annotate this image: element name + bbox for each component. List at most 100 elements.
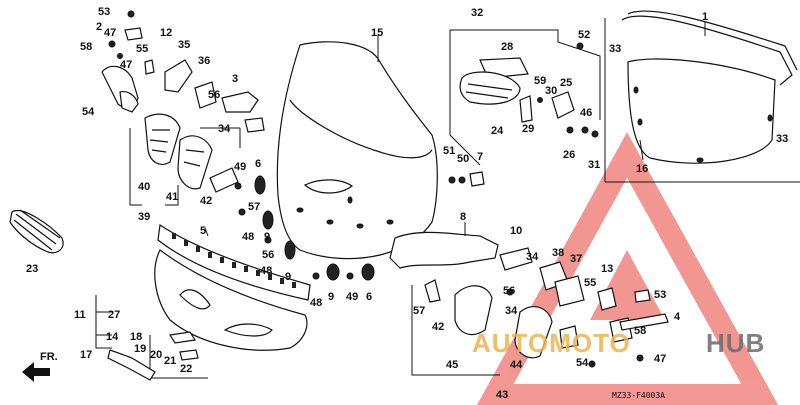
callout-48c: 48: [310, 297, 322, 309]
upper-cowl: [157, 223, 311, 301]
callout-3: 3: [232, 73, 238, 85]
callout-41: 41: [166, 191, 178, 203]
callout-53b: 53: [654, 289, 666, 301]
callout-9b: 9: [285, 271, 291, 283]
callout-55: 55: [136, 43, 148, 55]
callout-40: 40: [138, 181, 150, 193]
mirror-bracket: [101, 10, 155, 113]
callout-33: 33: [609, 43, 621, 55]
grommets: [234, 171, 485, 281]
diagram-code: MZ33-F4003A: [612, 391, 665, 400]
callout-38: 38: [552, 247, 564, 259]
callout-33b: 33: [776, 133, 788, 145]
callout-25: 25: [560, 77, 572, 89]
side-brackets: [129, 59, 265, 206]
callout-26: 26: [563, 149, 575, 161]
callout-58b: 58: [634, 325, 646, 337]
callout-14: 14: [106, 331, 119, 343]
callout-6b: 6: [366, 291, 372, 303]
callout-5: 5: [200, 225, 206, 237]
callout-39: 39: [138, 211, 150, 223]
callout-56c: 56: [503, 285, 515, 297]
callout-34: 34: [218, 123, 231, 135]
callout-6: 6: [255, 158, 261, 170]
callout-11: 11: [74, 309, 86, 321]
lower-bracket-group: [411, 247, 669, 376]
callout-34c: 34: [505, 305, 518, 317]
watermark-word-2: HUB: [706, 328, 765, 358]
callout-1: 1: [702, 11, 708, 23]
callout-17: 17: [80, 349, 92, 361]
callout-53: 53: [98, 6, 110, 18]
callout-29: 29: [522, 123, 534, 135]
callout-47c: 47: [654, 353, 666, 365]
callout-7: 7: [477, 151, 483, 163]
callout-57b: 57: [413, 305, 425, 317]
callout-35: 35: [178, 39, 190, 51]
callout-54: 54: [82, 106, 95, 118]
watermark-logo: [476, 132, 779, 405]
callout-13: 13: [601, 263, 613, 275]
callout-59: 59: [534, 75, 546, 87]
callout-34b: 34: [526, 251, 539, 263]
lower-cowl: [154, 249, 308, 351]
callout-30: 30: [545, 85, 557, 97]
air-duct: [389, 222, 499, 269]
callout-54b: 54: [576, 357, 589, 369]
callout-18: 18: [130, 331, 142, 343]
callout-49b: 49: [346, 291, 358, 303]
callout-47: 47: [104, 27, 116, 39]
callout-55b: 55: [584, 277, 596, 289]
callout-9c: 9: [328, 291, 334, 303]
callout-8: 8: [460, 211, 466, 223]
watermark-word-1: AUTOMOTO: [472, 328, 631, 358]
callout-16: 16: [636, 163, 648, 175]
callout-56b: 56: [262, 249, 274, 261]
callout-28: 28: [501, 41, 513, 53]
callout-20: 20: [150, 349, 162, 361]
rear-windscreen-assembly: [604, 10, 800, 183]
callout-10: 10: [510, 225, 522, 237]
callout-45: 45: [446, 359, 458, 371]
callout-51: 51: [443, 145, 455, 157]
callout-9: 9: [264, 231, 270, 243]
callout-27: 27: [108, 309, 120, 321]
callout-23: 23: [26, 263, 38, 275]
callout-4: 4: [674, 311, 681, 323]
meter-panel-group: [449, 29, 601, 166]
callout-57: 57: [248, 201, 260, 213]
callout-48b: 48: [260, 265, 272, 277]
callout-48: 48: [242, 231, 254, 243]
callout-46: 46: [580, 107, 592, 119]
front-direction-arrow: [22, 362, 50, 382]
callout-56: 56: [208, 89, 220, 101]
callout-42: 42: [200, 195, 212, 207]
callout-50: 50: [457, 153, 469, 165]
callout-36: 36: [198, 55, 210, 67]
callout-44: 44: [510, 359, 523, 371]
callout-24: 24: [491, 125, 504, 137]
callout-37: 37: [570, 253, 582, 265]
callout-15: 15: [371, 27, 383, 39]
callout-31: 31: [588, 159, 600, 171]
callout-43: 43: [496, 389, 508, 401]
callout-22: 22: [180, 363, 192, 375]
front-windscreen: [276, 34, 438, 260]
duct-hardware: [22, 295, 208, 382]
air-vent-grille: [9, 209, 64, 254]
callout-32: 32: [471, 7, 483, 19]
callout-49: 49: [234, 161, 246, 173]
callout-2: 2: [96, 21, 102, 33]
callout-19: 19: [134, 343, 146, 355]
callout-12: 12: [160, 27, 172, 39]
watermark-text: AUTOMOTO HUB: [472, 328, 765, 358]
callout-21: 21: [164, 355, 176, 367]
direction-fr: FR.: [40, 351, 58, 363]
callout-58: 58: [80, 41, 92, 53]
callout-42b: 42: [432, 321, 444, 333]
callout-47b: 47: [120, 59, 132, 71]
callout-labels: 53 2 58 47 12 55 47 35 36 3 56 54 34 49 …: [26, 6, 788, 401]
callout-52: 52: [578, 29, 590, 41]
